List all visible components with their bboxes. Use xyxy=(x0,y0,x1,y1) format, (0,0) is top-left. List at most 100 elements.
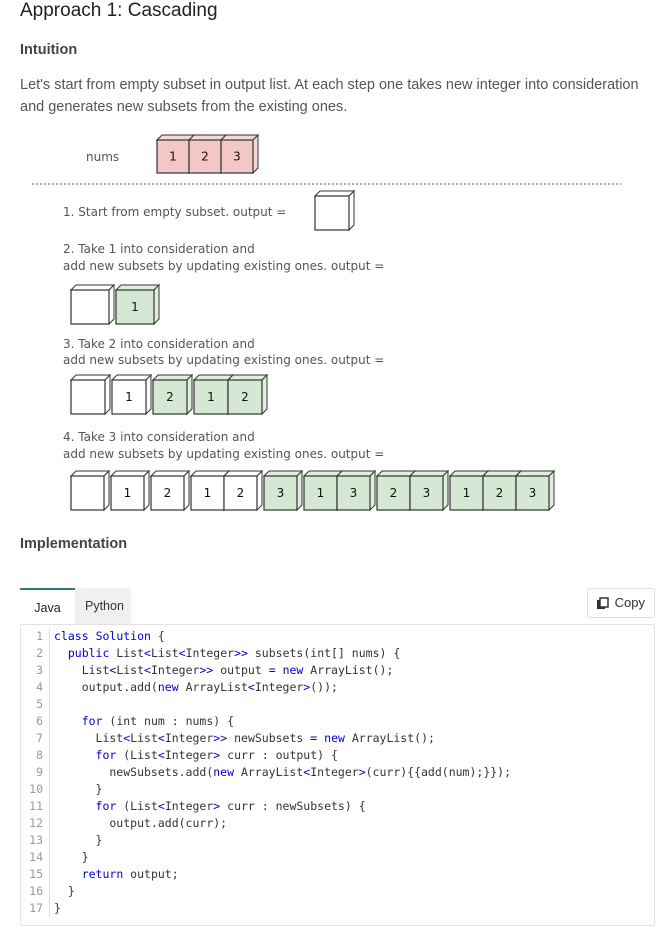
step4-text-line1: 4. Take 3 into consideration and xyxy=(63,430,255,444)
code-text: } xyxy=(54,884,75,898)
subset-empty xyxy=(69,469,111,512)
line-number: 5 xyxy=(36,697,43,711)
line-number: 3 xyxy=(36,663,43,677)
subset-value: 1 xyxy=(204,486,212,500)
subset-value: 1 xyxy=(317,486,325,500)
gutter-divider xyxy=(49,679,50,696)
code-line: 5 xyxy=(21,696,654,713)
subset-value: 1 xyxy=(131,300,139,314)
code-text: newSubsets.add(new ArrayList<Integer>(cu… xyxy=(54,765,512,779)
nums-label: nums xyxy=(86,150,119,164)
code-line: 3 List<List<Integer>> output = new Array… xyxy=(21,662,654,679)
code-text: } xyxy=(54,782,103,796)
step1-output xyxy=(313,189,356,232)
subset-value: 2 xyxy=(164,486,172,500)
nums-value: 1 xyxy=(169,150,177,164)
subset-value: 3 xyxy=(423,486,431,500)
copy-label: Copy xyxy=(614,595,645,610)
tab-python[interactable]: Python xyxy=(75,588,131,624)
line-number: 12 xyxy=(29,816,43,830)
page-title: Approach 1: Cascading xyxy=(20,0,218,21)
code-line: 12 output.add(curr); xyxy=(21,815,654,832)
subset-cell xyxy=(114,283,161,326)
code-text: public List<List<Integer>> subsets(int[]… xyxy=(67,646,401,660)
line-number: 15 xyxy=(29,867,43,881)
gutter-divider xyxy=(49,798,50,815)
subset-value: 1 xyxy=(124,486,132,500)
code-line: 15 return output; xyxy=(21,866,654,883)
step2-text-line1: 2. Take 1 into consideration and xyxy=(63,242,255,256)
step2-output: 1 xyxy=(69,283,161,326)
line-number: 11 xyxy=(29,799,43,813)
copy-button[interactable]: Copy xyxy=(586,588,655,618)
code-text: } xyxy=(54,833,103,847)
subset-value: 3 xyxy=(277,486,285,500)
code-line: 9 newSubsets.add(new ArrayList<Integer>(… xyxy=(21,764,654,781)
line-number: 9 xyxy=(36,765,43,779)
nums-cell xyxy=(219,133,260,175)
code-line: 14 } xyxy=(21,849,654,866)
code-line: 2 public List<List<Integer>> subsets(int… xyxy=(21,645,654,662)
subset-cell xyxy=(222,469,264,512)
subset-cell xyxy=(262,469,304,512)
step1-text: 1. Start from empty subset. output = xyxy=(63,205,286,219)
tab-java[interactable]: Java xyxy=(20,588,75,624)
gutter-divider xyxy=(49,883,50,900)
gutter-divider xyxy=(49,815,50,832)
subset-cell xyxy=(189,469,231,512)
code-tabs: Java Python Copy xyxy=(20,588,655,624)
gutter-divider xyxy=(49,730,50,747)
subset-empty xyxy=(69,283,116,326)
gutter-divider xyxy=(49,781,50,798)
gutter-divider xyxy=(49,645,50,662)
subset-cell xyxy=(151,373,194,416)
subset-value: 2 xyxy=(166,390,174,404)
gutter-divider xyxy=(49,628,50,645)
step3-text-line2: add new subsets by updating existing one… xyxy=(63,353,384,367)
code-text: for (List<Integer> curr : newSubsets) { xyxy=(95,799,366,813)
step1-subset-empty xyxy=(313,189,356,232)
intuition-heading: Intuition xyxy=(20,42,78,58)
code-line: 4 output.add(new ArrayList<Integer>()); xyxy=(21,679,654,696)
subset-value: 1 xyxy=(463,486,471,500)
line-number: 17 xyxy=(29,901,43,915)
subset-value: 2 xyxy=(237,486,245,500)
code-line: 13 } xyxy=(21,832,654,849)
subset-value: 2 xyxy=(390,486,398,500)
code-text: List<List<Integer>> output = new ArrayLi… xyxy=(54,663,394,677)
nums-value: 3 xyxy=(233,150,241,164)
code-line: 6 for (int num : nums) { xyxy=(21,713,654,730)
subset-cell xyxy=(514,469,556,512)
line-number: 1 xyxy=(36,629,43,643)
subset-value: 3 xyxy=(529,486,537,500)
gutter-divider xyxy=(49,849,50,866)
nums-value: 2 xyxy=(201,150,209,164)
gutter-divider xyxy=(49,900,50,917)
line-number: 2 xyxy=(36,646,43,660)
implementation-heading: Implementation xyxy=(20,536,128,552)
line-number: 4 xyxy=(36,680,43,694)
subset-empty xyxy=(69,373,112,416)
line-number: 8 xyxy=(36,748,43,762)
gutter-divider xyxy=(49,764,50,781)
code-line: 8 for (List<Integer> curr : output) { xyxy=(21,747,654,764)
code-text: for (int num : nums) { xyxy=(81,714,235,728)
code-text: } xyxy=(54,901,61,915)
code-line: 16 } xyxy=(21,883,654,900)
copy-icon xyxy=(596,596,609,609)
gutter-divider xyxy=(49,713,50,730)
nums-array: 1 2 3 xyxy=(155,133,260,175)
code-text: List<List<Integer>> newSubsets = new Arr… xyxy=(54,731,435,745)
line-number: 14 xyxy=(29,850,43,864)
gutter-divider xyxy=(49,662,50,679)
gutter-divider xyxy=(49,696,50,713)
subset-cell xyxy=(226,373,269,416)
gutter-divider xyxy=(49,866,50,883)
subset-value: 1 xyxy=(125,390,133,404)
subset-value: 3 xyxy=(350,486,358,500)
line-number: 16 xyxy=(29,884,43,898)
code-line: 17} xyxy=(21,900,654,917)
